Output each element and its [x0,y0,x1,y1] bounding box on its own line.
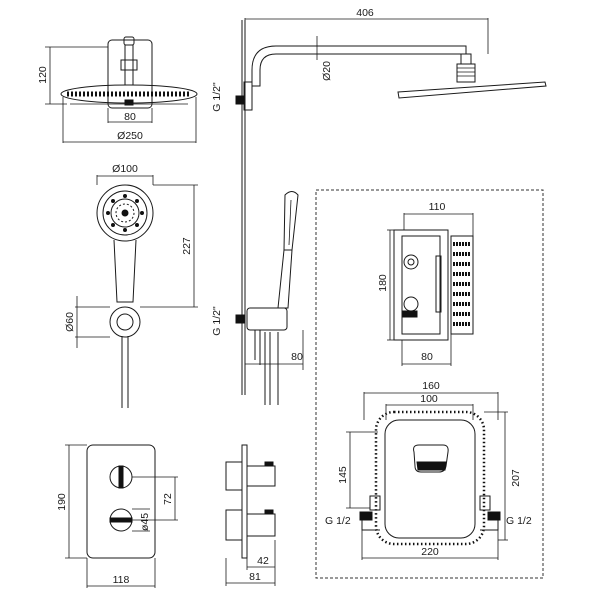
hand-shower-handle [113,239,137,303]
knob-lower-body [246,513,276,537]
head-diameter-label: Ø250 [117,130,143,142]
holder-depth-label: 80 [291,351,303,363]
arm-diameter-label: Ø20 [321,61,333,81]
inlet-left-label: G 1/2 [325,515,351,527]
knob-upper-side [225,461,243,491]
dim-plate-depth: 81 [225,558,276,586]
mixer-side-view [225,444,276,559]
arm-swivel [460,53,472,65]
box-depth-label: 80 [421,351,433,363]
knob-spacing-label: 72 [162,493,174,505]
mixer-box-front [393,229,449,341]
inlet-left-nut [359,511,373,521]
dim-knob-depth: 42 [246,540,276,570]
frame-inner-height-label: 145 [337,466,349,484]
hand-shower [96,184,154,408]
inlet-lower [403,296,419,312]
dim-frame-inner: 100 [385,393,474,420]
dim-plate-height: 190 [56,444,87,559]
knob-depth-label: 42 [257,555,269,567]
knob-lower-side [225,509,243,541]
mounting-frame [359,410,501,546]
frame-inner-label: 100 [420,393,438,405]
inlet-left-fitting [369,495,381,511]
shower-arm [251,45,467,87]
hose-side [254,330,279,405]
hand-handle-side [277,249,293,309]
hand-diameter-label: Ø100 [112,163,138,175]
frame-height-label: 207 [510,469,522,487]
holder-diameter-label: Ø60 [64,312,76,332]
frame-dotted-outer [374,410,486,546]
concealed-box-outline [315,189,544,579]
ball-joint [120,59,138,71]
frame-base-label: 220 [421,546,439,558]
hand-shower-face [96,184,154,242]
wall-plate [107,39,153,109]
plate-width-label: 118 [113,574,130,586]
dim-plate-width: 118 [86,558,156,588]
frame-window-bottom [416,461,447,471]
knob-diameter-label: ø45 [139,513,151,531]
arm-joint [124,44,134,86]
inlet-upper [403,254,419,270]
box-width-label: 110 [429,201,446,213]
head-connector [456,63,476,83]
frame-inner [384,419,476,539]
inlet-right-nut [487,511,501,521]
dim-holder-diameter: Ø60 [64,296,110,348]
dim-hand-diameter: Ø100 [96,163,154,185]
mixer-trim-plate [86,444,156,559]
plate-height-label: 190 [56,493,68,511]
thread-top-label: G 1/2" [211,82,223,112]
dim-head-height: 120 [37,46,108,105]
trim-plate-outline [86,444,156,559]
plate-depth-label: 81 [249,571,261,583]
wall-arm-side-view [235,20,547,395]
spray-nozzles [106,194,144,232]
inlet-pipes [361,520,499,531]
outlet-mid [235,314,245,324]
box-side-outline [450,235,474,335]
dim-arm-diameter: Ø20 [316,36,333,81]
dim-frame-outer: 160 [363,380,499,420]
arm-length-label: 406 [356,7,374,19]
dim-knob-diameter: ø45 [132,508,151,532]
arm-stub [123,36,135,46]
dim-knob-spacing: 72 [132,476,178,521]
dim-box-width: 110 [403,201,474,236]
frame-outer-label: 160 [422,380,440,392]
box-height-label: 180 [377,274,389,292]
hand-length-label: 227 [181,237,193,255]
mixer-box-side [450,235,474,335]
head-height-label: 120 [37,66,49,84]
dim-box-height: 180 [377,229,394,341]
dim-head-diameter: Ø250 [62,97,197,143]
head-plate-side [397,81,547,99]
inlet-right-label: G 1/2 [506,515,532,527]
head-base [124,99,134,106]
head-top-width-label: 80 [124,111,136,123]
box-side-hatch [453,242,471,326]
dim-head-top-width: 80 [107,108,153,123]
wall-holder [246,307,288,331]
dim-frame-base: 220 [361,530,499,560]
dim-frame-inner-height: 145 [337,431,378,509]
hand-head-side [283,191,299,251]
outlet-top [235,95,245,105]
holder-ring [109,306,141,338]
dim-hand-length: 227 [140,184,198,308]
thread-mid-label: G 1/2" [211,306,223,336]
inlet-right-fitting [479,495,491,511]
dim-box-depth: 80 [401,334,452,366]
box-front-outline [393,229,449,341]
plate-side [241,444,248,559]
dim-arm-length: 406 [244,7,489,54]
dim-holder-depth: 80 [244,330,304,370]
dim-frame-height: 207 [484,411,522,541]
knob-upper-body [246,465,276,487]
shower-head-front-view [60,36,198,109]
hand-shower-side-view [235,191,299,405]
